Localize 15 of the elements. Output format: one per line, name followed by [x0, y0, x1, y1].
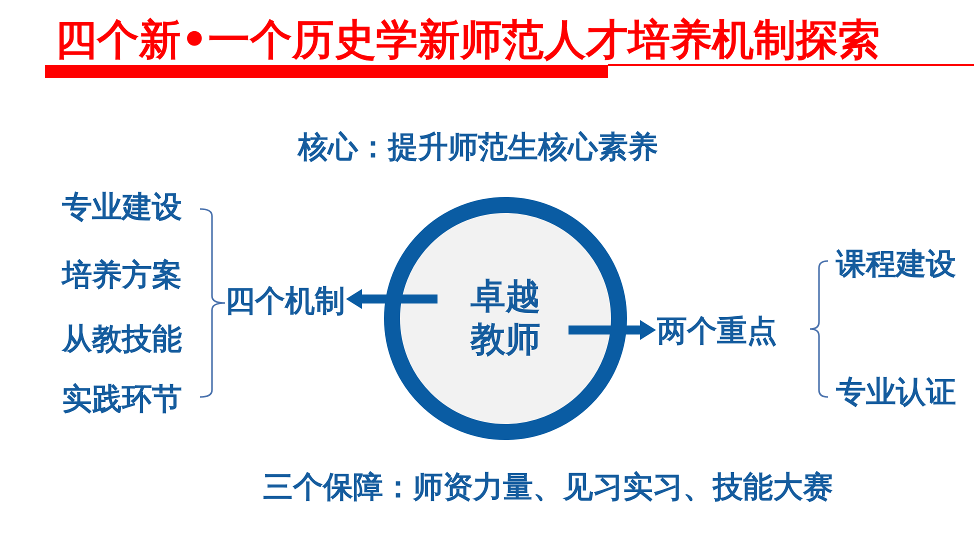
arrow	[346, 289, 438, 309]
circle-node	[384, 197, 627, 440]
node-label: 卓越教师	[470, 276, 542, 362]
heading-text: 核心：提升师范生核心素养	[298, 130, 658, 166]
node-label: 两个重点	[657, 314, 777, 350]
node-label: 四个机制	[225, 284, 345, 320]
list-item-text: 课程建设	[836, 247, 956, 283]
list-item-text: 专业认证	[836, 375, 956, 411]
arrow	[568, 320, 656, 340]
list-item-text: 专业建设	[62, 190, 182, 226]
list-item-text: 培养方案	[62, 258, 182, 294]
list-item-text: 实践环节	[62, 382, 182, 418]
note-text: 三个保障：师资力量、见习实习、技能大赛	[263, 470, 833, 506]
title: 四个新•一个历史学新师范人才培养机制探索	[55, 15, 880, 65]
list-item-text: 从教技能	[62, 322, 182, 358]
